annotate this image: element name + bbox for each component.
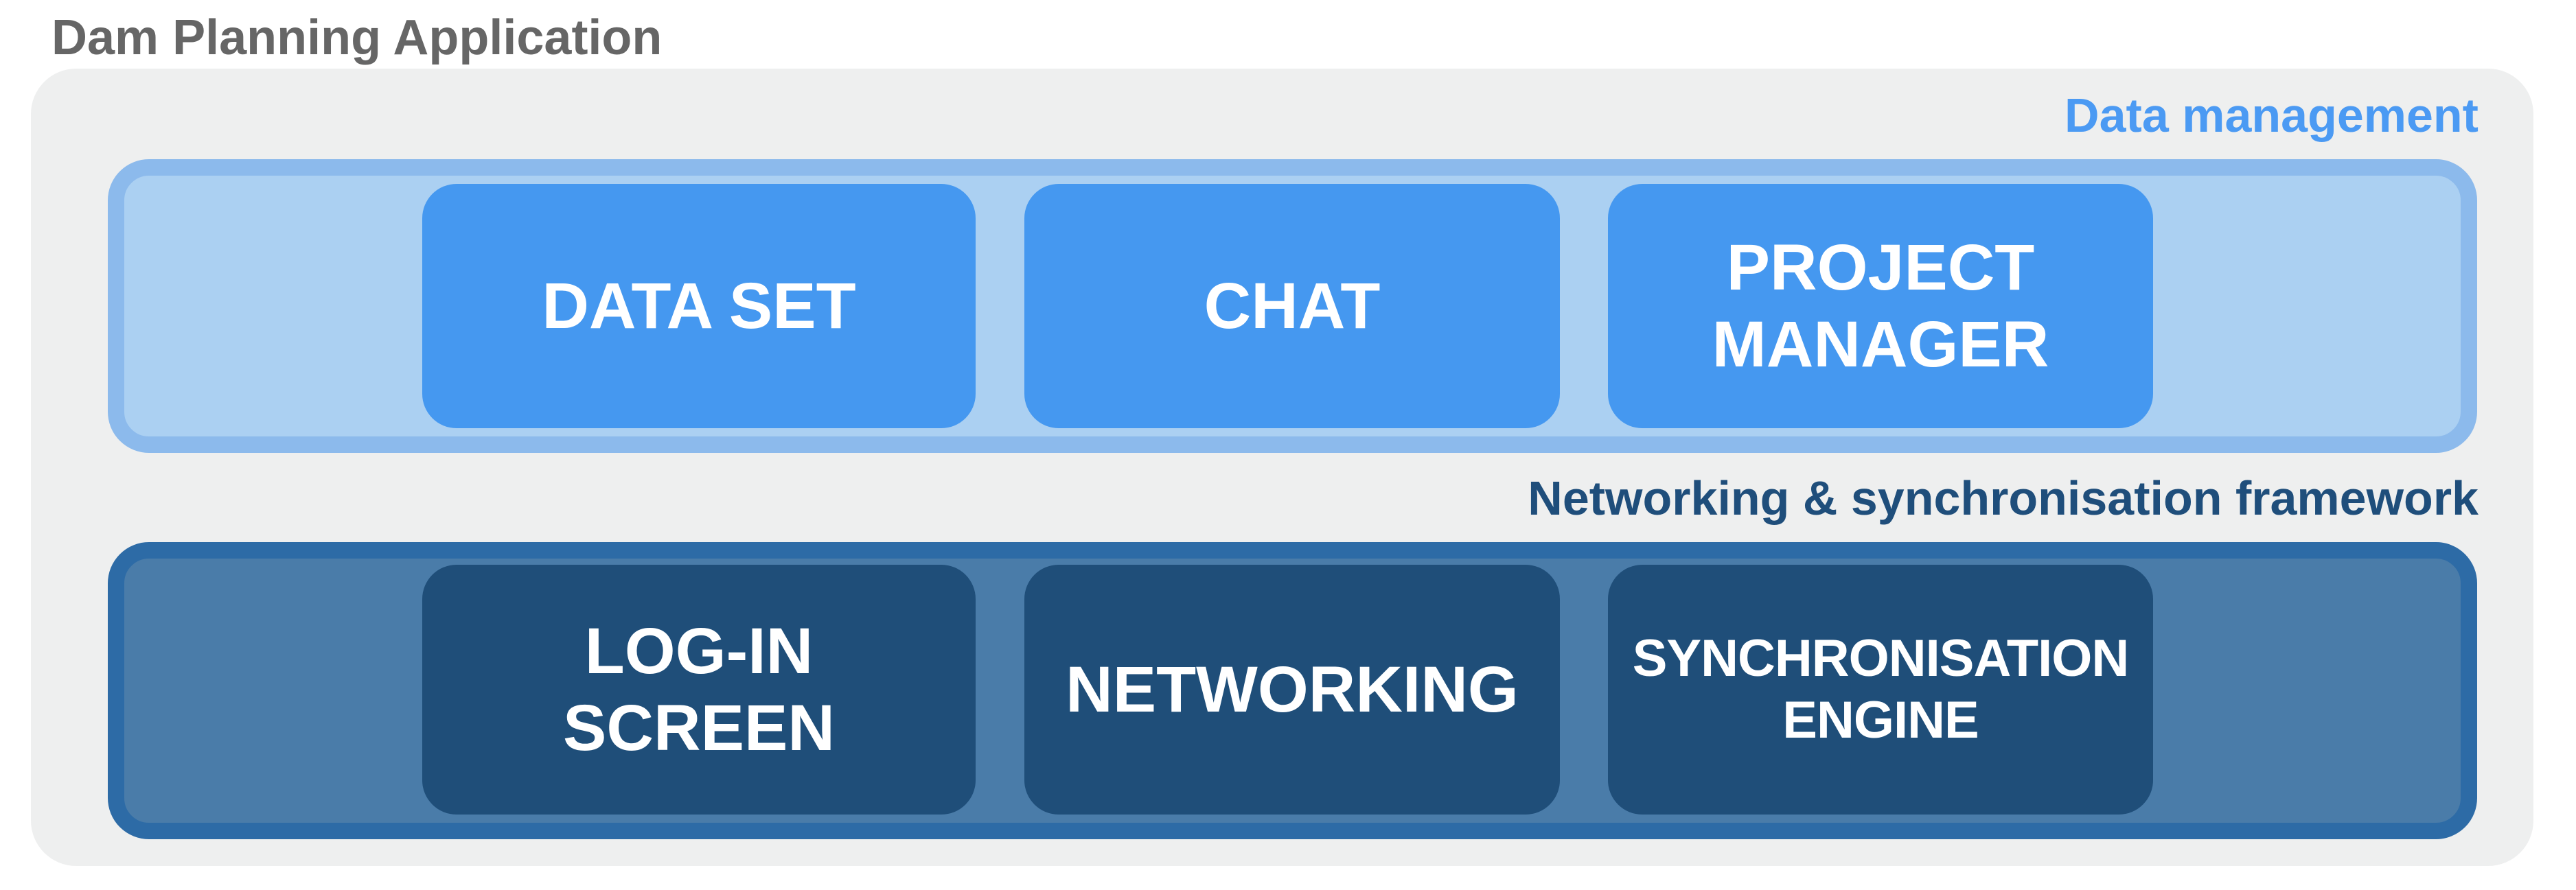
page-title: Dam Planning Application: [51, 10, 663, 65]
block-chat: CHAT: [1024, 184, 1560, 428]
data-management-layer-label: Data management: [2065, 89, 2479, 142]
block-project-manager: PROJECT MANAGER: [1608, 184, 2153, 428]
block-networking: NETWORKING: [1024, 565, 1560, 815]
block-synchronisation-engine: SYNCHRONISATION ENGINE: [1608, 565, 2153, 815]
block-login-screen: LOG-IN SCREEN: [422, 565, 976, 815]
block-data-set: DATA SET: [422, 184, 976, 428]
networking-layer-label: Networking & synchronisation framework: [1528, 471, 2479, 525]
